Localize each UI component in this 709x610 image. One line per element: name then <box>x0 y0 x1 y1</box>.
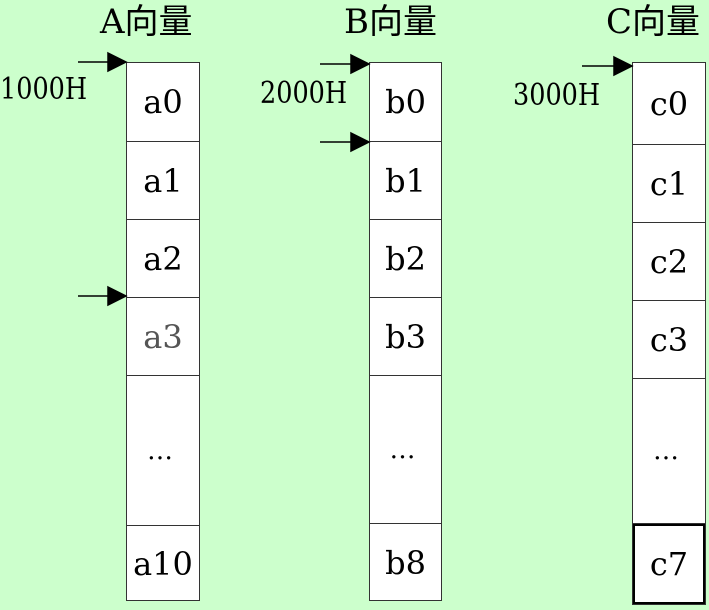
cell-label: a3 <box>143 317 183 356</box>
vector-b-column: b0 b1 b2 b3 … b8 <box>369 62 442 601</box>
vector-c-cell: c7 <box>633 524 705 604</box>
vector-b-cell: b0 <box>370 63 441 142</box>
vector-a-ellipsis: … <box>127 376 199 526</box>
cell-label: … <box>389 434 422 465</box>
vector-b-cell: b3 <box>370 298 441 376</box>
vector-b-cell: b8 <box>370 524 441 601</box>
vector-a-column: a0 a1 a2 a3 … a10 <box>126 62 200 601</box>
arrow-c-base-icon <box>582 55 634 77</box>
cell-label: c0 <box>649 84 689 123</box>
vector-c-cell: c0 <box>633 63 705 145</box>
vector-c-cell: c2 <box>633 223 705 301</box>
vector-a-cell: a0 <box>127 63 199 142</box>
vector-b-ellipsis: … <box>370 376 441 524</box>
vector-c-title: C向量 <box>606 2 701 42</box>
vector-b-address: 2000H <box>260 76 348 111</box>
vector-a-title: A向量 <box>100 2 193 42</box>
vector-a-cell: a3 <box>127 298 199 376</box>
cell-label: a2 <box>143 239 183 278</box>
arrow-a-base-icon <box>78 51 128 73</box>
vector-b-title: B向量 <box>344 2 437 42</box>
cell-label: c1 <box>649 164 689 203</box>
vector-b-cell: b2 <box>370 220 441 298</box>
cell-label: a10 <box>133 544 193 583</box>
vector-a-cell: a10 <box>127 526 199 601</box>
vector-b-cell: b1 <box>370 142 441 220</box>
cell-label: b3 <box>385 317 426 356</box>
cell-label: a1 <box>143 161 183 200</box>
cell-label: c3 <box>649 320 689 359</box>
cell-label: … <box>653 436 685 466</box>
cell-label: b8 <box>385 543 426 582</box>
cell-label: a0 <box>143 83 183 121</box>
arrow-a-current-icon <box>78 285 128 307</box>
vector-a-cell: a2 <box>127 220 199 298</box>
cell-label: b2 <box>385 239 426 278</box>
cell-label: b0 <box>385 83 426 121</box>
vector-a-cell: a1 <box>127 142 199 220</box>
cell-label: … <box>147 435 179 466</box>
vector-a-address: 1000H <box>0 72 88 107</box>
vector-c-column: c0 c1 c2 c3 … c7 <box>632 62 706 605</box>
vector-c-address: 3000H <box>513 78 601 113</box>
vector-c-ellipsis: … <box>633 379 705 524</box>
arrow-b-base-icon <box>320 53 371 75</box>
vector-c-cell: c3 <box>633 301 705 379</box>
cell-label: c7 <box>649 545 689 583</box>
arrow-b-current-icon <box>320 131 371 153</box>
cell-label: c2 <box>649 242 689 281</box>
cell-label: b1 <box>385 161 426 200</box>
vector-c-cell: c1 <box>633 145 705 223</box>
